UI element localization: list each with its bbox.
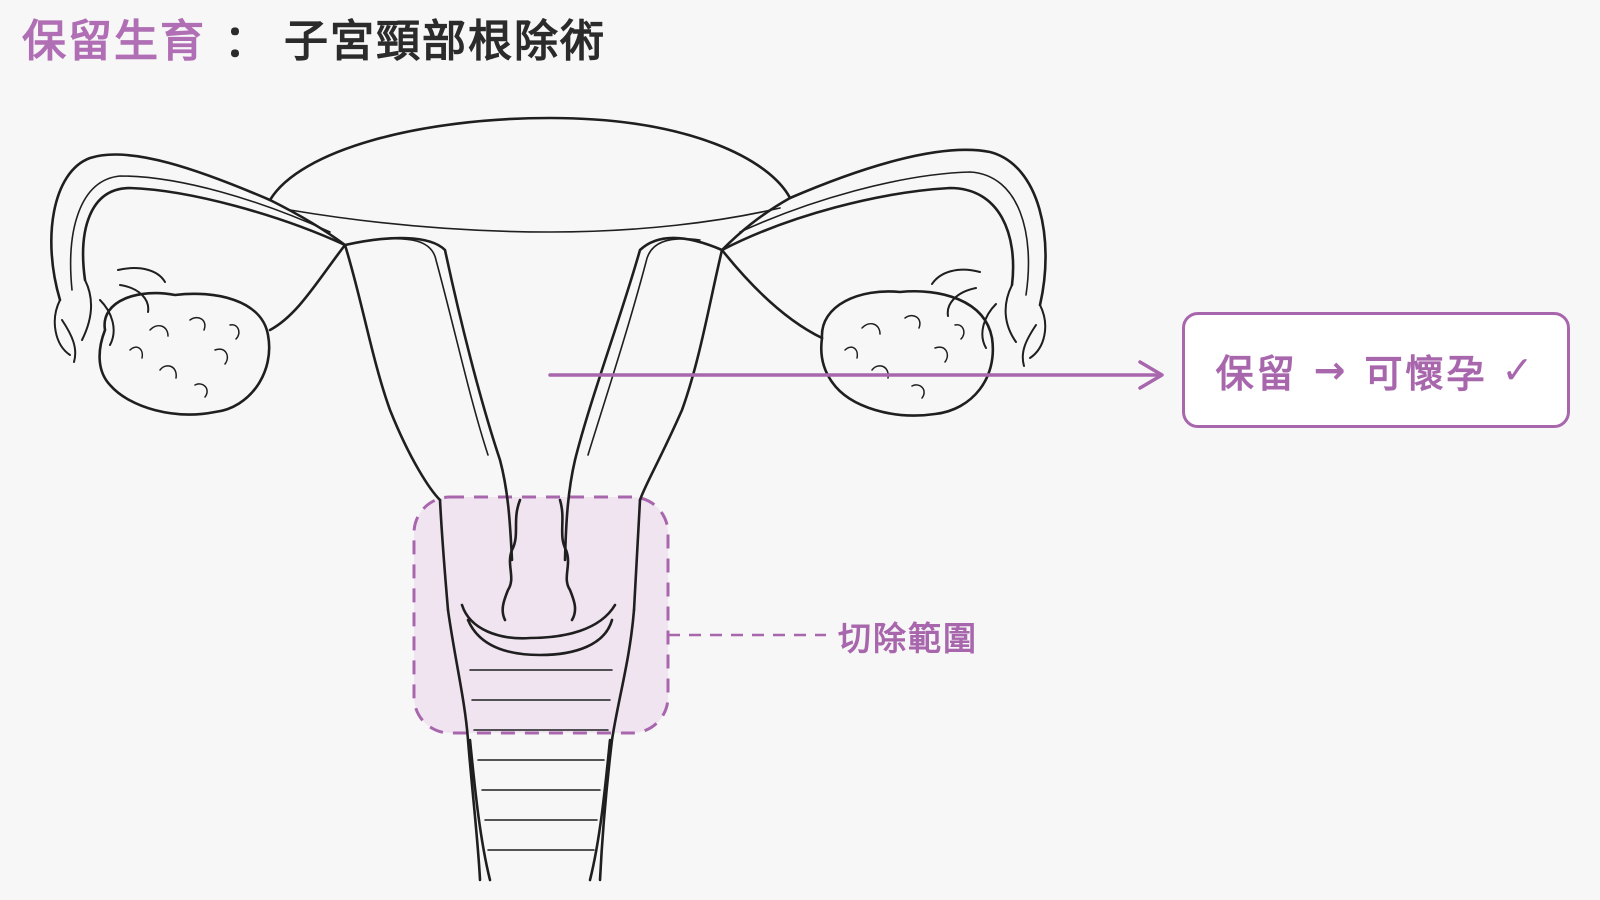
right-ovary <box>820 290 995 417</box>
cervical-os <box>460 603 617 657</box>
right-fallopian-tube <box>720 148 1047 307</box>
left-ovary <box>98 291 271 416</box>
title-separator: ： <box>224 16 270 67</box>
excision-region <box>412 495 670 735</box>
callout-pointer <box>548 360 1164 390</box>
right-ovarian-ligament <box>720 248 824 340</box>
title-highlight: 保留生育 <box>22 16 206 67</box>
page-title: 保留生育 ： 子宮頸部根除術 <box>22 10 606 74</box>
excision-label: 切除範圍 <box>838 619 978 658</box>
uterine-cavity <box>343 236 724 562</box>
right-ovary-texture <box>844 314 965 399</box>
vaginal-canal <box>446 608 636 882</box>
fertility-callout: 保留 → 可懷孕 ✓ <box>1182 312 1570 428</box>
uterine-inner-wall <box>369 237 701 456</box>
fundus-inner <box>289 207 781 233</box>
vaginal-rugae <box>469 669 613 851</box>
arrow-right-icon: → <box>1313 348 1349 392</box>
right-fimbriae <box>931 268 1047 367</box>
right-fallopian-tube-inner <box>739 171 1030 296</box>
title-procedure: 子宮頸部根除術 <box>284 16 606 67</box>
cervical-walls <box>438 498 642 622</box>
left-fallopian-tube-inner <box>69 175 331 291</box>
left-ovarian-ligament <box>268 243 347 332</box>
callout-outcome: 可懷孕 <box>1364 351 1488 396</box>
checkmark-icon: ✓ <box>1501 348 1537 392</box>
left-fimbriae <box>53 267 166 363</box>
uterus-outline <box>268 116 792 502</box>
left-fallopian-tube <box>50 153 347 302</box>
callout-keep: 保留 <box>1215 351 1298 396</box>
left-ovary-texture <box>129 316 240 398</box>
